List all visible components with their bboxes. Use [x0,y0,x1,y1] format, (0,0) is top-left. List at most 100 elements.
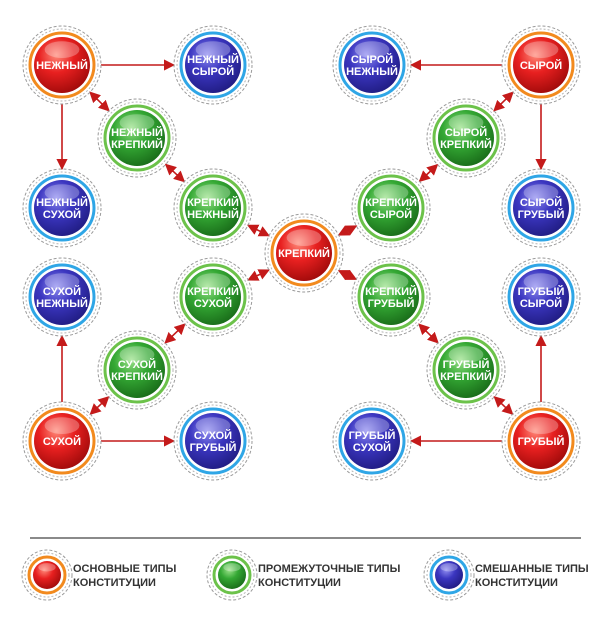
ball [34,413,90,469]
node-label: КРЕПКИЙ [365,196,417,209]
inner-dashed-ring [176,171,250,245]
outer-dashed-ring [22,257,102,337]
node-label: КРЕПКИЙ [187,285,239,298]
inner-dashed-ring [24,552,70,598]
node-basic-n11: КРЕПКИЙ [264,213,344,293]
node-label: НЕЖНЫЙ [36,59,88,72]
ball [109,110,165,166]
legend-label: КОНСТИТУЦИИ [258,577,341,589]
gloss-highlight [373,184,409,202]
node-label: КРЕПКИЙ [278,247,330,260]
node-label: ГРУБЫЙ [349,429,396,442]
gloss-highlight [523,41,559,58]
gloss-highlight [448,114,484,131]
gloss-highlight [119,114,155,131]
arrow-n17-n21 [493,396,514,415]
arrow-n11-n13 [247,269,270,281]
inner-dashed-ring [504,404,578,478]
outer-dashed-ring [173,25,253,105]
arrow-n16-n18 [89,396,110,415]
legend-label: КОНСТИТУЦИИ [73,577,156,589]
inner-dashed-ring [25,404,99,478]
node-label: ГРУБЫЙ [443,358,490,371]
outer-dashed-ring [22,25,102,105]
arrow-n11-n14 [337,269,358,281]
ball [363,180,419,236]
outer-dashed-ring [332,401,412,481]
legend-label: ПРОМЕЖУТОЧНЫЕ ТИПЫ [258,563,401,575]
node-label: НЕЖНЫЙ [36,196,88,209]
inner-dashed-ring [335,28,409,102]
node-label: СУХОЙ [43,285,81,298]
ball [363,269,419,325]
outer-dashed-ring [332,25,412,105]
outer-dashed-ring [206,549,258,601]
gloss-highlight [286,229,322,247]
node-label: ГРУБЫЙ [368,297,415,310]
node-basic-n4: СЫРОЙ [501,25,581,105]
ball [513,37,569,93]
inner-dashed-ring [176,404,250,478]
node-label: НЕЖНЫЙ [111,126,163,139]
node-label: ГРУБЫЙ [518,435,565,448]
arrow-n4-n6 [493,91,514,112]
node-label: СУХОЙ [194,297,232,310]
node-label: НЕЖНЫЙ [36,297,88,310]
legend-swatch-mixed [423,549,475,601]
inner-dashed-ring [100,101,174,175]
arrow-n8-n11 [246,224,271,237]
arrow-n13-n16 [164,323,186,344]
ball [218,561,246,589]
ball [513,413,569,469]
inner-dashed-ring [209,552,255,598]
ball [34,37,90,93]
node-label: ГРУБЫЙ [518,285,565,298]
node-label: СЫРОЙ [351,53,393,66]
node-label: СУХОЙ [43,208,81,221]
node-label: СЫРОЙ [520,297,562,310]
outer-dashed-ring [22,168,102,248]
node-label: КРЕПКИЙ [111,370,163,383]
node-label: ГРУБЫЙ [518,208,565,221]
outer-dashed-ring [22,401,102,481]
node-label: КРЕПКИЙ [111,138,163,151]
ball [276,225,332,281]
node-label: НЕЖНЫЙ [346,65,398,78]
gloss-highlight [523,417,559,434]
gloss-highlight [523,273,559,290]
inner-dashed-ring [354,260,428,334]
gloss-highlight [195,273,231,290]
ball [344,37,400,93]
node-basic-n21: ГРУБЫЙ [501,401,581,481]
node-label: СЫРОЙ [445,126,487,139]
inner-dashed-ring [354,171,428,245]
inner-dashed-ring [504,171,578,245]
node-label: СУХОЙ [353,441,391,454]
gloss-highlight [44,417,80,434]
arrow-n14-n17 [418,323,439,344]
ball [34,269,90,325]
gloss-highlight [354,41,390,58]
inner-dashed-ring [429,101,503,175]
node-label: СЫРОЙ [192,65,234,78]
inner-dashed-ring [25,171,99,245]
gloss-highlight [38,563,56,572]
legend-label: ОСНОВНЫЕ ТИПЫ [73,563,177,575]
inner-dashed-ring [100,333,174,407]
node-label: СУХОЙ [43,435,81,448]
ball [185,37,241,93]
outer-dashed-ring [97,98,177,178]
node-basic-n1: НЕЖНЫЙ [22,25,102,105]
outer-dashed-ring [264,213,344,293]
ball [513,269,569,325]
arrow-n9-n11 [337,225,358,236]
gloss-highlight [44,41,80,58]
